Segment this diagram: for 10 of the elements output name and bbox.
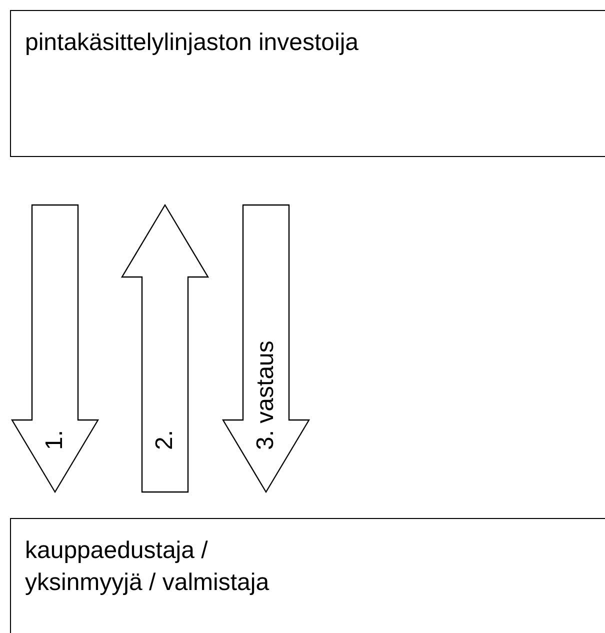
- box-text: kauppaedustaja / yksinmyyjä / valmistaja: [25, 536, 270, 598]
- block-arrow: [222, 204, 310, 494]
- text-box: [10, 518, 605, 633]
- edge-label: 2.: [153, 430, 177, 450]
- block-arrow: [10, 204, 100, 494]
- text-box: [10, 10, 605, 157]
- edge-label: 1.: [43, 430, 67, 450]
- edge-label: 3. vastaus: [254, 340, 278, 450]
- box-text: pintakäsittelylinjaston investoija: [25, 28, 360, 58]
- block-arrow: [120, 204, 210, 493]
